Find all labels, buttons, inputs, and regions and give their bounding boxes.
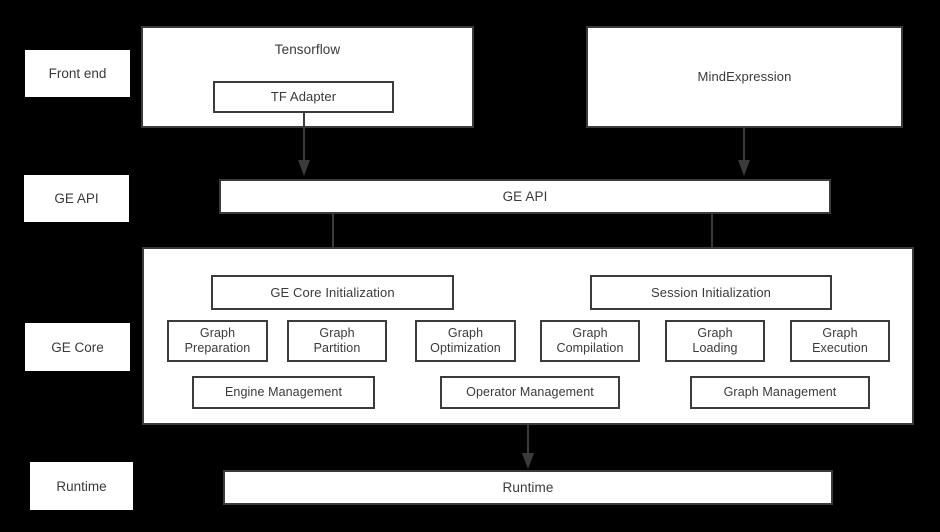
management-graph[interactable]: Graph Management — [690, 376, 870, 409]
module-graph-partition-line2: Partition — [313, 341, 361, 355]
module-graph-optimization-line1: Graph — [447, 326, 484, 341]
management-engine-label: Engine Management — [224, 385, 343, 400]
management-graph-label: Graph Management — [723, 385, 837, 400]
tf-adapter-label: TF Adapter — [270, 89, 337, 105]
ge-core-initialization-box[interactable]: GE Core Initialization — [211, 275, 454, 310]
module-graph-optimization-line2: Optimization — [430, 341, 501, 355]
mindexpression-container: MindExpression — [586, 26, 903, 128]
module-graph-preparation-line1: Graph — [199, 326, 236, 341]
arrow-tf-adapter-to-ge-api — [296, 112, 312, 178]
stage-label-ge-core: GE Core — [25, 323, 130, 371]
management-engine[interactable]: Engine Management — [192, 376, 375, 409]
tensorflow-title: Tensorflow — [274, 42, 341, 57]
module-graph-partition-line1: Graph — [319, 326, 355, 341]
ge-core-initialization-label: GE Core Initialization — [270, 284, 395, 300]
module-graph-loading[interactable]: Graph Loading — [665, 320, 765, 362]
module-graph-compilation-line1: Graph — [572, 326, 608, 341]
stage-label-ge-api-text: GE API — [54, 191, 99, 206]
stage-label-ge-core-text: GE Core — [51, 339, 104, 355]
mindexpression-label: MindExpression — [697, 69, 792, 85]
module-graph-execution[interactable]: Graph Execution — [790, 320, 890, 362]
module-graph-compilation-line2: Compilation — [556, 341, 624, 355]
module-graph-loading-line2: Loading — [692, 341, 738, 355]
tf-adapter-box[interactable]: TF Adapter — [213, 81, 394, 113]
stage-label-runtime: Runtime — [30, 462, 133, 510]
module-graph-execution-line2: Execution — [812, 341, 868, 355]
runtime-bar-label: Runtime — [502, 479, 554, 495]
stage-label-front-end-text: Front end — [48, 66, 107, 81]
arrow-mindexpression-to-ge-api — [736, 128, 752, 178]
management-operator-label: Operator Management — [466, 385, 594, 400]
module-graph-partition[interactable]: Graph Partition — [287, 320, 387, 362]
module-graph-compilation[interactable]: Graph Compilation — [540, 320, 640, 362]
module-graph-loading-line1: Graph — [697, 326, 733, 341]
management-operator[interactable]: Operator Management — [440, 376, 620, 409]
stage-label-front-end: Front end — [25, 50, 130, 97]
stage-label-ge-api: GE API — [24, 175, 129, 222]
session-initialization-box[interactable]: Session Initialization — [590, 275, 832, 310]
ge-api-bar-label: GE API — [502, 188, 548, 204]
stage-label-runtime-text: Runtime — [56, 478, 107, 494]
ge-api-bar[interactable]: GE API — [219, 179, 831, 214]
session-initialization-label: Session Initialization — [651, 284, 771, 300]
module-graph-execution-line1: Graph — [822, 326, 858, 341]
module-graph-optimization[interactable]: Graph Optimization — [415, 320, 516, 362]
module-graph-preparation-line2: Preparation — [184, 341, 251, 355]
module-graph-preparation[interactable]: Graph Preparation — [167, 320, 268, 362]
runtime-bar[interactable]: Runtime — [223, 470, 833, 505]
arrow-ge-core-to-runtime — [520, 425, 536, 471]
